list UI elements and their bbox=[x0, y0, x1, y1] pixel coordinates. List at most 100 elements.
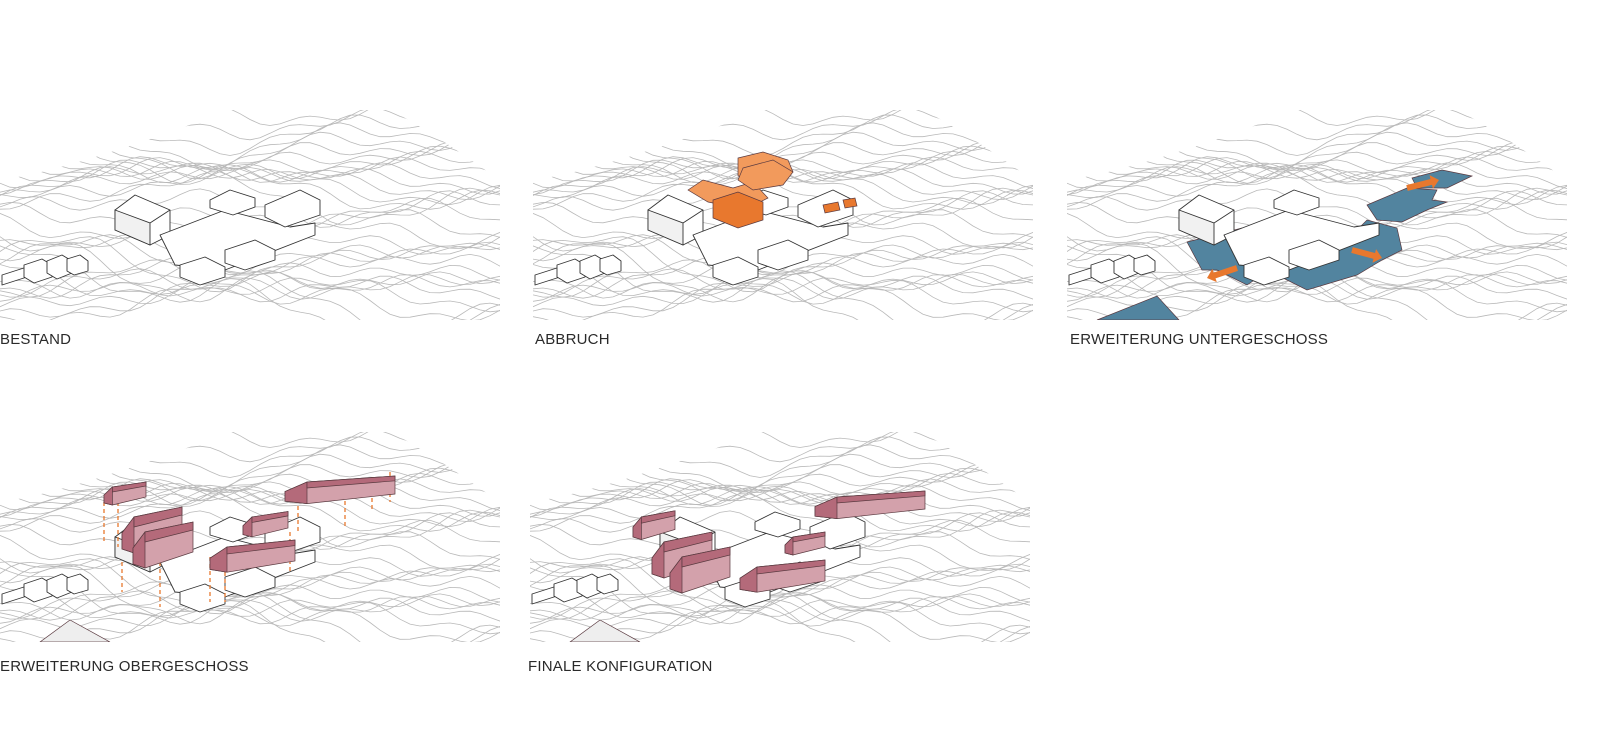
contour-line bbox=[0, 581, 500, 627]
contour-line bbox=[0, 122, 500, 170]
volume-roof bbox=[681, 546, 731, 568]
contour-line bbox=[0, 278, 500, 320]
demolition-building bbox=[712, 191, 764, 229]
contour-line bbox=[1067, 150, 1567, 179]
label-abbruch: ABBRUCH bbox=[535, 331, 610, 348]
contour-line bbox=[0, 168, 500, 210]
chapel-building bbox=[1273, 189, 1320, 216]
roof-ridge bbox=[682, 209, 704, 224]
volume-gable bbox=[739, 566, 758, 593]
contour-line bbox=[0, 590, 500, 625]
contour-line bbox=[533, 271, 1033, 320]
volume-roof bbox=[663, 531, 713, 553]
contour-line bbox=[0, 134, 500, 184]
arrow-shape bbox=[1406, 175, 1439, 191]
contour-line bbox=[0, 481, 500, 518]
contour-line bbox=[0, 230, 500, 276]
neighbor-houses bbox=[1068, 254, 1156, 286]
contour-line bbox=[533, 262, 1033, 299]
contour-line bbox=[1067, 134, 1567, 184]
south-west-building bbox=[179, 583, 226, 613]
contour-line bbox=[0, 444, 500, 492]
contour-line bbox=[1067, 277, 1567, 313]
contour-line bbox=[1067, 122, 1567, 170]
expansion-arrow-icon bbox=[1207, 265, 1238, 283]
contour-line bbox=[0, 270, 500, 320]
upper-volume-south bbox=[209, 539, 296, 573]
expansion-arrow-icon bbox=[1406, 175, 1439, 191]
volume-roof bbox=[226, 539, 296, 555]
demolition-areas bbox=[687, 151, 858, 229]
demolition-small-1 bbox=[822, 201, 841, 214]
contour-line bbox=[530, 590, 1030, 625]
arrow-shape bbox=[1207, 265, 1238, 283]
south-wing bbox=[224, 239, 276, 271]
contour-line bbox=[1067, 110, 1567, 127]
contour-line bbox=[533, 197, 1033, 229]
demolition-chapel-roof bbox=[737, 159, 794, 191]
upper-volume-west-small bbox=[103, 481, 147, 506]
neighbor-house bbox=[599, 254, 622, 276]
roof-ridge bbox=[1213, 209, 1235, 224]
volume-gable bbox=[814, 496, 838, 519]
contour-line bbox=[533, 270, 1033, 320]
contour-line bbox=[0, 519, 500, 551]
contour-line bbox=[1067, 171, 1567, 226]
label-untergeschoss: ERWEITERUNG UNTERGESCHOSS bbox=[1070, 331, 1329, 348]
volume-gable bbox=[242, 516, 253, 538]
contour-line bbox=[0, 262, 500, 299]
contour-line bbox=[533, 110, 1033, 127]
existing-buildings bbox=[1178, 189, 1380, 286]
south-west-building bbox=[712, 256, 759, 286]
contour-line bbox=[530, 581, 1030, 627]
contour-line bbox=[0, 239, 500, 303]
main-building-side bbox=[114, 209, 151, 246]
volume-roof bbox=[836, 490, 926, 504]
contour-line bbox=[0, 561, 500, 625]
neighbor-houses bbox=[1, 254, 89, 286]
panel-final bbox=[530, 432, 1030, 642]
panel-bestand bbox=[0, 110, 500, 320]
road-corner bbox=[569, 619, 641, 642]
contour-line bbox=[530, 489, 1030, 528]
volume-gable bbox=[284, 481, 308, 504]
contour-line bbox=[1067, 168, 1567, 210]
neighbor-house bbox=[556, 258, 586, 284]
contour-line bbox=[1067, 197, 1567, 229]
chapel-building bbox=[209, 189, 256, 216]
main-building-side bbox=[1178, 209, 1215, 246]
neighbor-house bbox=[1068, 266, 1095, 286]
contour-line bbox=[530, 462, 1030, 505]
final-volume-north bbox=[814, 490, 926, 519]
contour-line bbox=[530, 478, 1030, 512]
contour-line bbox=[0, 489, 500, 528]
expansion-arrow-icon bbox=[1351, 247, 1382, 263]
contour-line bbox=[0, 432, 500, 449]
south-wing bbox=[757, 239, 809, 271]
neighbor-houses bbox=[1, 573, 89, 605]
panel-abbruch bbox=[533, 110, 1033, 320]
contour-line bbox=[533, 230, 1033, 276]
contour-line bbox=[0, 490, 500, 532]
volume-roof bbox=[133, 506, 183, 528]
contour-line bbox=[0, 462, 500, 505]
existing-buildings bbox=[114, 189, 321, 286]
site-diagram-final bbox=[530, 432, 1030, 642]
contour-line bbox=[1067, 156, 1567, 183]
contour-line bbox=[1067, 259, 1567, 305]
contour-line bbox=[530, 444, 1030, 492]
panel-untergeschoss bbox=[1067, 110, 1567, 320]
south-west-building bbox=[1243, 256, 1290, 286]
panel-obergeschoss bbox=[0, 432, 500, 642]
contour-line bbox=[0, 159, 500, 196]
arrow-shape bbox=[1351, 247, 1382, 263]
contour-line bbox=[0, 493, 500, 548]
contour-line bbox=[0, 167, 500, 206]
contour-line bbox=[0, 150, 500, 179]
road-corner bbox=[39, 619, 111, 642]
neighbor-houses bbox=[534, 254, 622, 286]
main-building-side bbox=[647, 209, 684, 246]
south-west-building bbox=[179, 256, 226, 286]
contour-line bbox=[0, 110, 500, 127]
contour-line bbox=[530, 561, 1030, 625]
